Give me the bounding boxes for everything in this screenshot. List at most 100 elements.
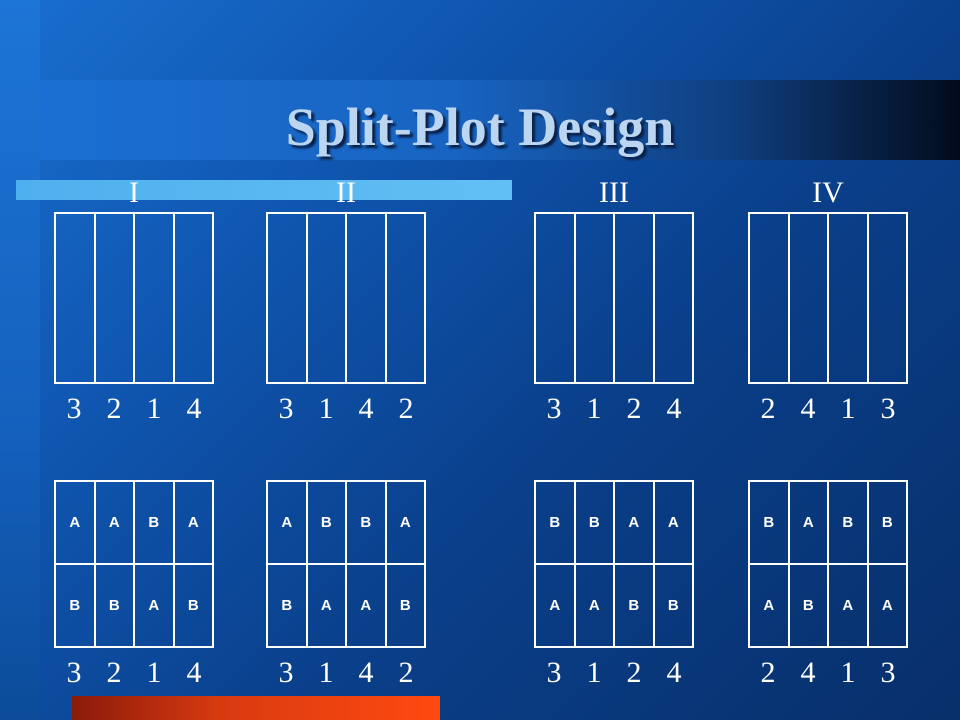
plot-strip (790, 214, 829, 382)
subplot-cell: B (135, 482, 175, 563)
subplot-cell: A (187, 514, 199, 531)
subplot-cell: A (667, 514, 679, 531)
plot-strip (536, 214, 576, 382)
treatment-order-bottom-3: 3 1 2 4 (534, 656, 694, 690)
treatment-order-bottom-1: 3 2 1 4 (54, 656, 214, 690)
split-plot-block-4: B A B B A B A A (748, 480, 908, 648)
order-number: 1 (586, 656, 602, 689)
subplot-cell: B (308, 482, 347, 563)
subplot-row: B B A B (56, 563, 212, 646)
slide-title: Split-Plot Design (285, 97, 675, 157)
subplot-row: A A B B (536, 563, 692, 646)
subplot-cell: A (750, 565, 790, 646)
plot-strip (96, 214, 135, 382)
subplot-row: A A B A (56, 482, 212, 563)
subplot-cell: B (750, 482, 790, 563)
block-label-1: I (129, 176, 139, 209)
order-number: 4 (666, 392, 682, 425)
subplot-cell: A (56, 482, 96, 563)
order-number: 3 (880, 392, 896, 425)
subplot-cell: A (347, 565, 387, 646)
left-decor-strip (0, 0, 40, 720)
treatment-order-top-1: 3 2 1 4 (54, 392, 214, 426)
order-number: 4 (358, 392, 374, 425)
order-number: 3 (66, 656, 82, 689)
plot-strip (308, 214, 347, 382)
order-number: 2 (398, 392, 414, 425)
whole-plot-block-3 (534, 212, 694, 384)
order-number: 1 (586, 392, 602, 425)
subplot-cell: A (615, 482, 655, 563)
order-number: 4 (186, 656, 202, 689)
order-number: 1 (146, 392, 162, 425)
subplot-cell: B (667, 597, 679, 614)
order-number: 3 (546, 656, 562, 689)
order-number: 3 (278, 392, 294, 425)
treatment-order-top-2: 3 1 4 2 (266, 392, 426, 426)
subplot-cell: A (790, 482, 829, 563)
plot-strip (56, 214, 96, 382)
order-number: 1 (840, 656, 856, 689)
treatment-order-top-4: 2 4 1 3 (748, 392, 908, 426)
subplot-cell: A (399, 514, 411, 531)
treatment-order-bottom-4: 2 4 1 3 (748, 656, 908, 690)
subplot-row: A B B A (268, 482, 424, 563)
order-number: 4 (186, 392, 202, 425)
split-plot-block-1: A A B A B B A B (54, 480, 214, 648)
block-label-4: IV (812, 176, 844, 209)
order-number: 2 (626, 656, 642, 689)
plot-strip (829, 214, 869, 382)
order-number: 2 (106, 656, 122, 689)
whole-plot-block-4 (748, 212, 908, 384)
order-number: 4 (800, 656, 816, 689)
subplot-cell: B (790, 565, 829, 646)
plot-strip (268, 214, 308, 382)
block-label-3: III (599, 176, 629, 209)
plot-strip (347, 214, 387, 382)
plot-strip (387, 214, 425, 382)
subplot-cell: B (615, 565, 655, 646)
subplot-cell: A (829, 565, 869, 646)
subplot-cell: A (308, 565, 347, 646)
accent-bar (16, 180, 512, 200)
order-number: 1 (318, 392, 334, 425)
order-number: 2 (106, 392, 122, 425)
subplot-row: B A B B (750, 482, 906, 563)
subplot-cell: B (829, 482, 869, 563)
whole-plot-block-1 (54, 212, 214, 384)
split-plot-block-2: A B B A B A A B (266, 480, 426, 648)
plot-strip (655, 214, 693, 382)
order-number: 3 (546, 392, 562, 425)
plot-strip (576, 214, 615, 382)
subplot-cell: A (96, 482, 135, 563)
order-number: 1 (318, 656, 334, 689)
order-number: 4 (358, 656, 374, 689)
subplot-cell: B (187, 597, 199, 614)
subplot-cell: A (135, 565, 175, 646)
order-number: 2 (626, 392, 642, 425)
subplot-cell: A (576, 565, 615, 646)
order-number: 1 (840, 392, 856, 425)
block-label-2: II (336, 176, 356, 209)
subplot-cell: B (347, 482, 387, 563)
order-number: 2 (760, 656, 776, 689)
subplot-cell: B (576, 482, 615, 563)
subplot-cell: A (536, 565, 576, 646)
order-number: 4 (800, 392, 816, 425)
order-number: 2 (398, 656, 414, 689)
orange-accent-bar (72, 696, 440, 720)
plot-strip (869, 214, 907, 382)
title-band (40, 80, 960, 160)
treatment-order-top-3: 3 1 2 4 (534, 392, 694, 426)
subplot-row: B A A B (268, 563, 424, 646)
subplot-cell: B (268, 565, 308, 646)
order-number: 3 (66, 392, 82, 425)
subplot-row: B B A A (536, 482, 692, 563)
order-number: 3 (880, 656, 896, 689)
subplot-cell: B (881, 514, 893, 531)
order-number: 4 (666, 656, 682, 689)
plot-strip (135, 214, 175, 382)
plot-strip (750, 214, 790, 382)
whole-plot-block-2 (266, 212, 426, 384)
subplot-cell: B (399, 597, 411, 614)
